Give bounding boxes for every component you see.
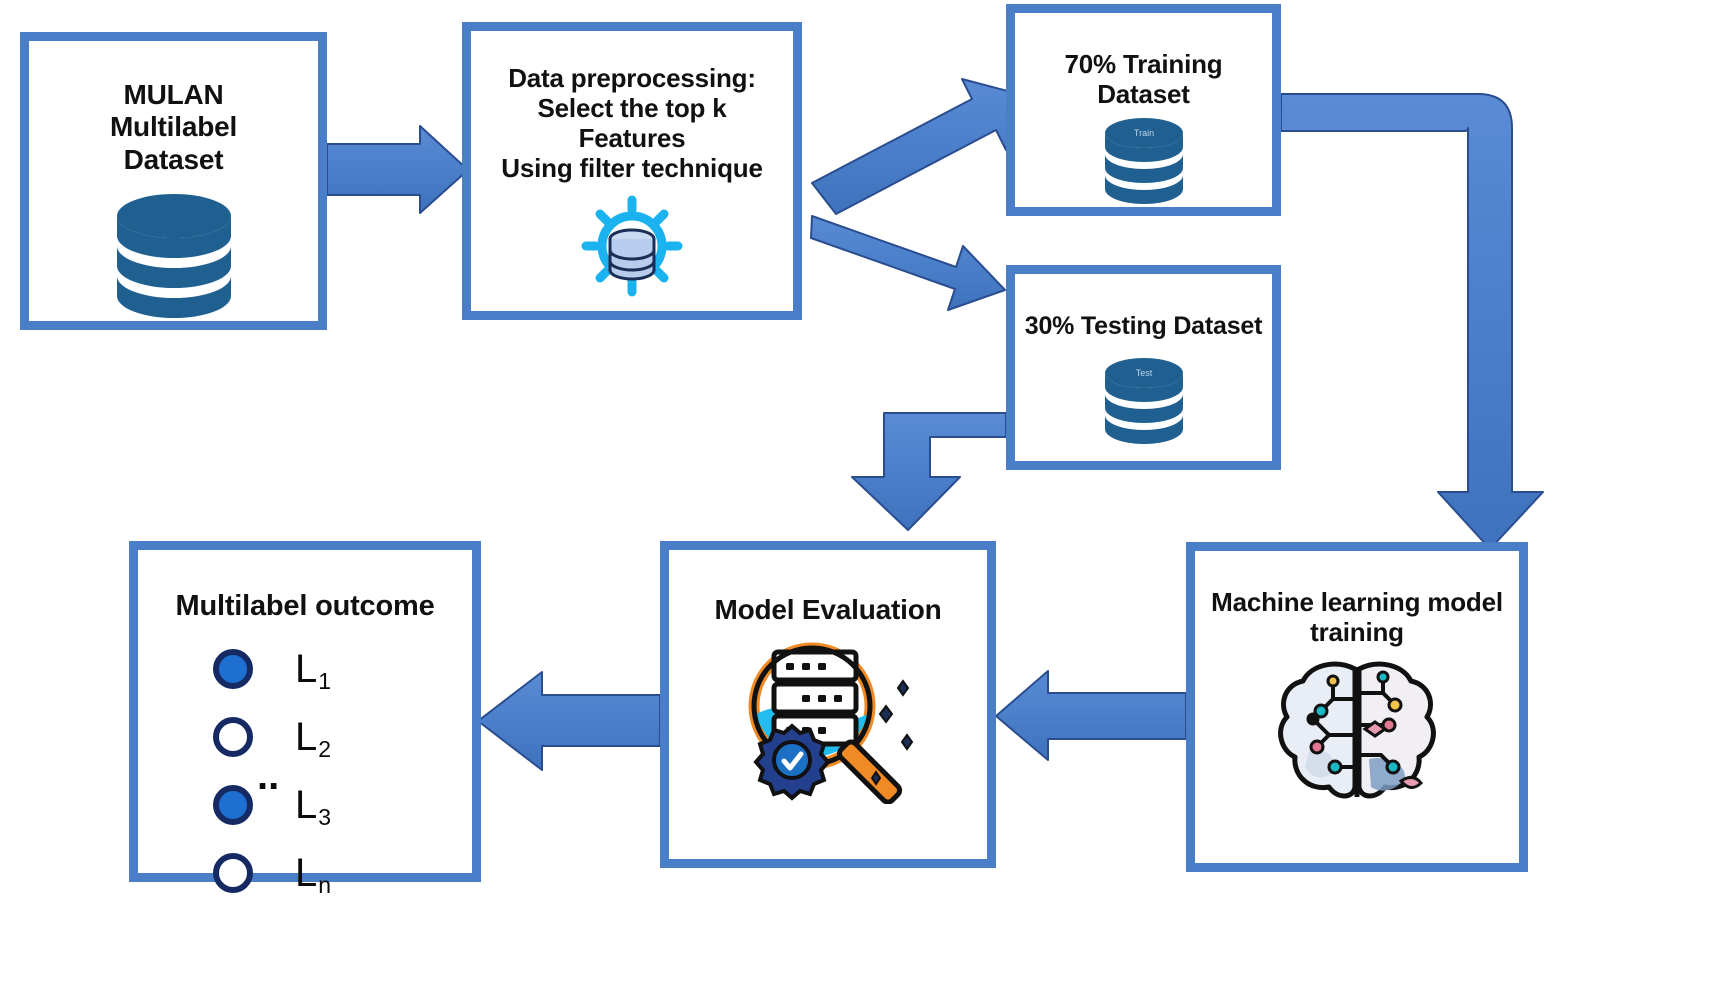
label-indicator-dot <box>213 717 253 757</box>
connector-ml-training-to-evaluation <box>995 670 1187 761</box>
connector-dataset-to-preprocessing <box>326 125 469 214</box>
gear-database-icon <box>573 190 691 305</box>
magnifier-server-check-icon <box>730 636 926 809</box>
database-label: Test <box>1135 368 1152 378</box>
list-item: Ln <box>213 849 332 898</box>
node-ml-model-training-title: Machine learning model training <box>1211 587 1503 648</box>
node-data-preprocessing-title: Data preprocessing: Select the top k Fea… <box>501 63 763 184</box>
connector-testing-to-evaluation <box>851 412 1007 531</box>
node-model-evaluation[interactable]: Model Evaluation <box>660 541 996 868</box>
node-testing-dataset[interactable]: 30% Testing Dataset Test <box>1006 265 1281 470</box>
multilabel-outcome-list: L1 L2 L3 Ln <box>213 645 332 898</box>
database-icon <box>109 190 239 327</box>
node-mulan-dataset[interactable]: MULAN Multilabel Dataset <box>20 32 327 330</box>
list-item: L3 <box>213 781 332 830</box>
connector-preprocessing-to-testing <box>810 215 1006 311</box>
node-multilabel-outcome[interactable]: Multilabel outcome L1 L2 L3 Ln .. <box>129 541 481 897</box>
list-item-label: L3 <box>295 783 332 830</box>
node-training-dataset-title: 70% Training Dataset <box>1064 49 1223 110</box>
node-data-preprocessing[interactable]: Data preprocessing: Select the top k Fea… <box>462 22 802 320</box>
database-icon: Train <box>1099 115 1189 212</box>
node-training-dataset[interactable]: 70% Training Dataset Train <box>1006 4 1281 216</box>
brain-ai-icon <box>1273 655 1441 812</box>
label-indicator-dot <box>213 785 253 825</box>
list-item-label: L2 <box>295 715 332 762</box>
node-mulan-dataset-title: MULAN Multilabel Dataset <box>109 79 238 175</box>
label-indicator-dot <box>213 649 253 689</box>
node-ml-model-training[interactable]: Machine learning model training <box>1186 542 1528 872</box>
label-indicator-dot <box>213 853 253 893</box>
list-item: L1 <box>213 645 332 694</box>
list-item: L2 <box>213 713 332 762</box>
list-item-subscript: 1 <box>318 668 332 694</box>
database-label: Train <box>1133 128 1153 138</box>
node-testing-dataset-title: 30% Testing Dataset <box>1024 312 1263 340</box>
connector-training-to-ml-training <box>1280 93 1544 550</box>
list-item-subscript: n <box>318 872 332 898</box>
node-multilabel-outcome-title: Multilabel outcome <box>175 590 435 622</box>
list-item-subscript: 3 <box>318 804 332 830</box>
connector-evaluation-to-outcome <box>477 671 661 771</box>
vertical-ellipsis: .. <box>257 754 280 798</box>
connector-preprocessing-to-training <box>811 78 1020 215</box>
list-item-subscript: 2 <box>318 736 332 762</box>
list-item-label: L1 <box>295 647 332 694</box>
database-icon: Test <box>1099 355 1189 452</box>
list-item-label: Ln <box>295 851 332 898</box>
node-model-evaluation-title: Model Evaluation <box>714 594 942 625</box>
